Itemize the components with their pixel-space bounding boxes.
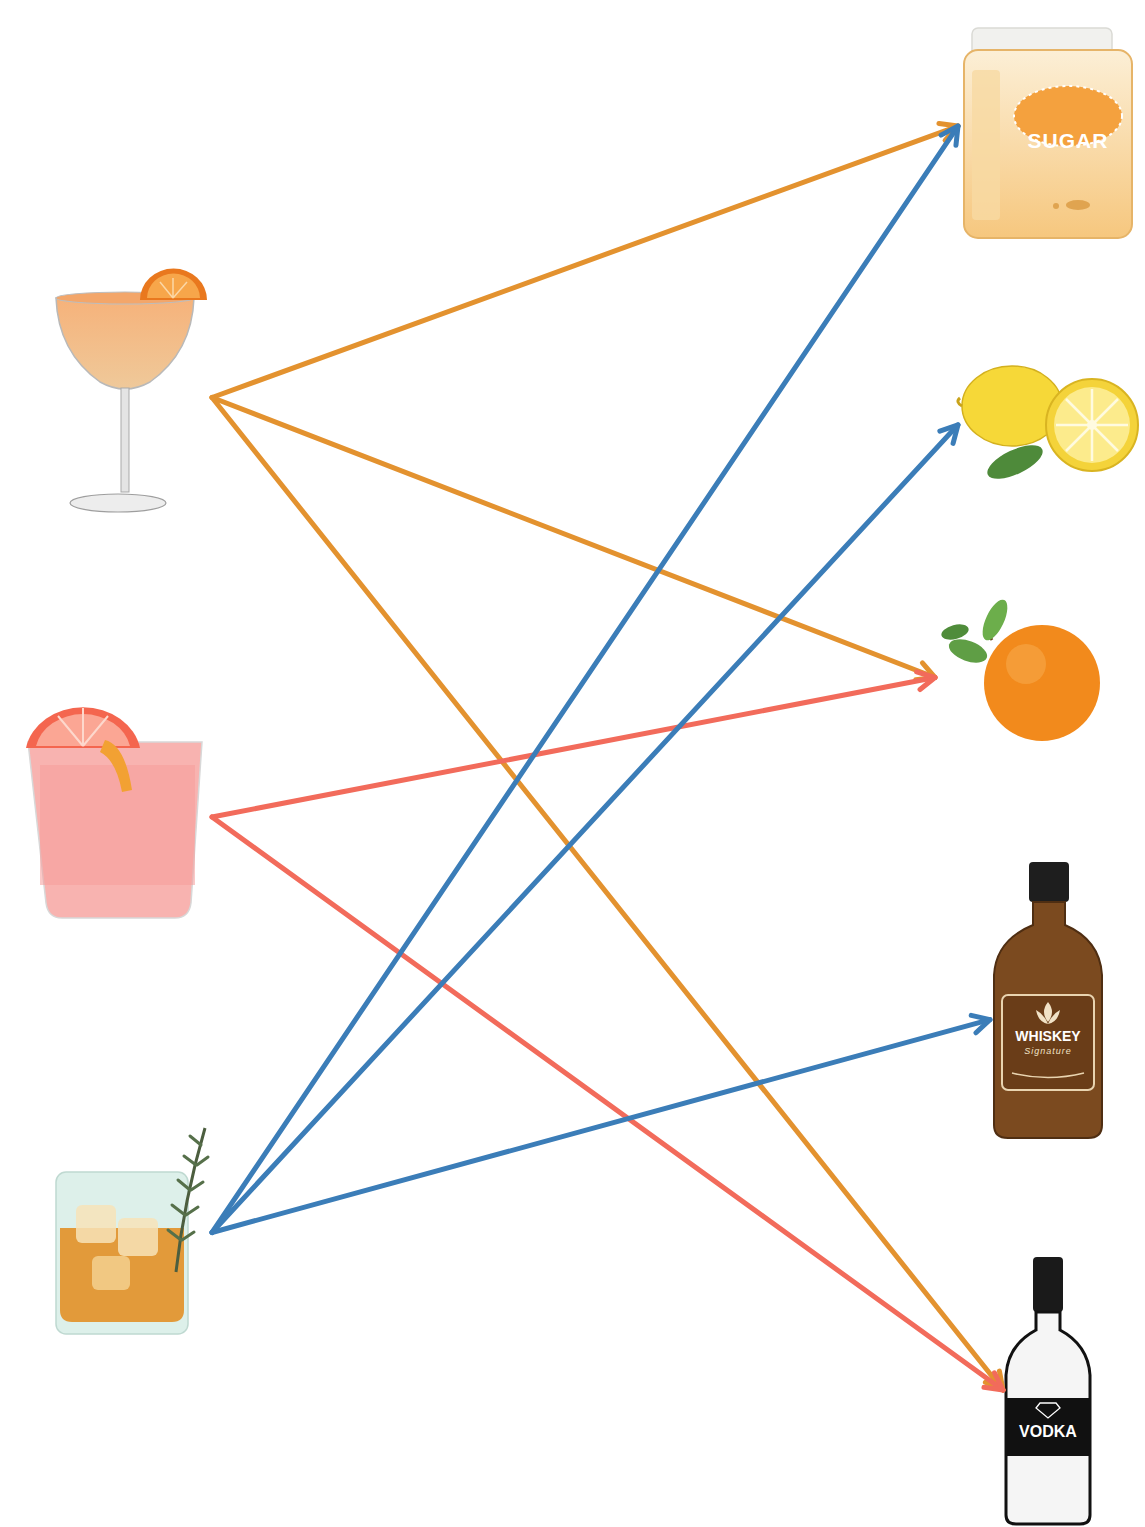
recipe-arrow — [212, 126, 958, 397]
ingredient-picture — [935, 598, 1105, 748]
label-subtitle: Signature — [1004, 1045, 1092, 1057]
cocktail-picture — [22, 712, 212, 922]
product-label: VODKA — [1008, 1422, 1088, 1442]
coupe-cocktail — [56, 269, 207, 512]
ingredient-picture: VODKA — [1003, 1255, 1093, 1525]
lemon — [958, 366, 1138, 486]
whiskey-cocktail — [56, 1128, 208, 1334]
ingredient-picture: SUGAR — [958, 25, 1135, 240]
orange — [940, 596, 1100, 741]
recipe-arrow — [212, 398, 1003, 1391]
recipe-arrow — [212, 1020, 990, 1233]
cocktail-picture — [50, 1125, 212, 1340]
whiskey-bottle — [994, 862, 1102, 1138]
cocktail-picture — [50, 280, 212, 515]
sugar-bag — [964, 28, 1132, 238]
ingredient-picture — [958, 360, 1140, 480]
product-label: WHISKEY — [1004, 1027, 1092, 1045]
recipe-arrow — [212, 425, 958, 1233]
product-label: SUGAR — [1016, 128, 1120, 154]
ingredient-picture: WHISKEYSignature — [990, 860, 1105, 1145]
vodka-bottle — [1006, 1257, 1090, 1524]
grapefruit-cocktail — [26, 707, 202, 918]
recipe-arrow — [212, 126, 958, 1232]
